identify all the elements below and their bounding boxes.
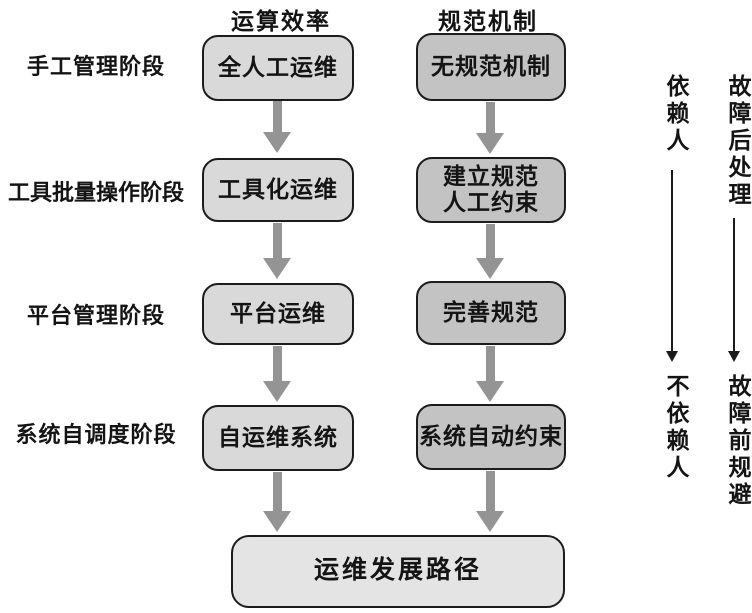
column-header-mechanism: 规范机制 <box>438 9 538 34</box>
down-arrow-icon <box>476 224 504 279</box>
box-platform-ops: 平台运维 <box>202 283 354 345</box>
annotation-post-failure-handling: 故障后处理 <box>725 74 750 209</box>
box-no-standard: 无规范机制 <box>416 33 566 101</box>
stage-label-tool-batch: 工具批量操作阶段 <box>7 180 184 205</box>
box-build-standard-manual-constraint: 建立规范 人工约束 <box>416 157 566 223</box>
stage-label-self-scheduling: 系统自调度阶段 <box>15 422 177 447</box>
annotation-not-depend-on-people: 不依赖人 <box>663 374 688 482</box>
down-arrow-icon <box>665 170 679 362</box>
stage-label-manual: 手工管理阶段 <box>26 54 165 79</box>
stage-label-platform: 平台管理阶段 <box>26 303 165 328</box>
down-arrow-icon <box>263 223 291 279</box>
down-arrow-icon <box>263 346 291 402</box>
box-improve-standard: 完善规范 <box>416 281 566 345</box>
down-arrow-icon <box>476 471 504 532</box>
down-arrow-icon <box>263 472 291 532</box>
down-arrow-icon <box>476 102 504 154</box>
box-ops-development-path: 运维发展路径 <box>231 535 565 608</box>
annotation-pre-failure-avoidance: 故障前规避 <box>725 374 750 509</box>
down-arrow-icon <box>263 101 291 153</box>
column-header-efficiency: 运算效率 <box>231 9 331 34</box>
box-full-manual-ops: 全人工运维 <box>202 35 354 101</box>
box-self-ops-system: 自运维系统 <box>202 405 354 471</box>
down-arrow-icon <box>476 346 504 402</box>
box-tool-based-ops: 工具化运维 <box>202 158 354 222</box>
box-auto-constraint-system: 系统自动约束 <box>416 404 566 470</box>
annotation-depend-on-people: 依赖人 <box>663 74 688 155</box>
down-arrow-icon <box>727 218 741 362</box>
